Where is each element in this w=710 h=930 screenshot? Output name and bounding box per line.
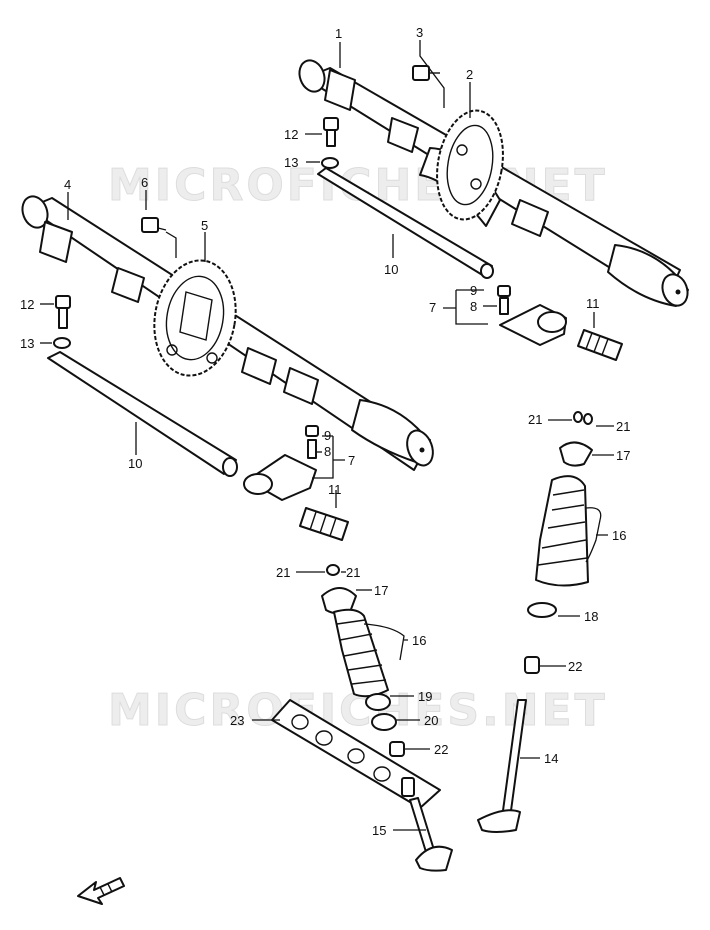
callout-14: 14 [544, 751, 558, 766]
valve-guide-plate [271, 699, 441, 809]
valve-cotters-right [573, 411, 593, 425]
washer-upper [321, 157, 339, 169]
callout-16-left: 16 [412, 633, 426, 648]
callout-12-upper: 12 [284, 127, 298, 142]
callout-10-lower: 10 [128, 456, 142, 471]
callout-12-lower: 12 [20, 297, 34, 312]
rocker-spring-lower [299, 507, 349, 541]
callout-11-upper: 11 [586, 296, 600, 311]
valve-springs-right [535, 475, 589, 587]
callout-13-lower: 13 [20, 336, 34, 351]
washer-left [371, 713, 397, 731]
callout-17-left: 17 [374, 583, 388, 598]
callout-15: 15 [372, 823, 386, 838]
rocker-shaft-lower [47, 351, 238, 477]
callout-9-upper: 9 [470, 283, 477, 298]
callout-21-right-b: 21 [616, 419, 630, 434]
callout-6: 6 [141, 175, 148, 190]
retainer-right [559, 441, 593, 467]
callout-3: 3 [416, 25, 423, 40]
sprocket-bolt-upper [412, 65, 440, 81]
valve-cotters-left [326, 564, 340, 576]
callout-5: 5 [201, 218, 208, 233]
callout-21-right-a: 21 [528, 412, 542, 427]
callout-16-right: 16 [612, 528, 626, 543]
callout-2: 2 [466, 67, 473, 82]
callout-21-left-a: 21 [276, 565, 290, 580]
valve-left [409, 797, 453, 872]
front-direction-arrow-icon [77, 877, 125, 905]
lower-cam-sprocket [153, 259, 237, 377]
callout-10-upper: 10 [384, 262, 398, 277]
callout-8-lower: 8 [324, 444, 331, 459]
callout-7-upper: 7 [429, 300, 436, 315]
callout-13-upper: 13 [284, 155, 298, 170]
rocker-arm-upper [497, 285, 567, 346]
callout-7-lower: 7 [348, 453, 355, 468]
leader-lines [40, 40, 614, 831]
callout-22-left: 22 [434, 742, 448, 757]
valve-springs-left [333, 608, 389, 698]
spring-seat-left [365, 693, 391, 711]
sprocket-bolt-lower [141, 217, 167, 233]
shaft-bolt-lower [55, 295, 71, 329]
callout-11-lower: 11 [328, 482, 342, 497]
callout-18: 18 [584, 609, 598, 624]
callout-19: 19 [418, 689, 432, 704]
callout-22-right: 22 [568, 659, 582, 674]
washer-lower [53, 337, 71, 349]
stem-seal-left [389, 741, 405, 757]
callout-labels: 1 3 2 4 6 5 12 13 12 13 10 10 7 9 8 7 9 … [20, 25, 630, 838]
spring-seat-right [527, 602, 557, 618]
rocker-spring-upper [577, 329, 623, 361]
rocker-arm-lower [243, 425, 319, 501]
callout-1: 1 [335, 26, 342, 41]
callout-17-right: 17 [616, 448, 630, 463]
rocker-shaft-upper [317, 167, 494, 279]
callout-4: 4 [64, 177, 71, 192]
callout-23: 23 [230, 713, 244, 728]
callout-8-upper: 8 [470, 299, 477, 314]
callout-20: 20 [424, 713, 438, 728]
shaft-bolt-upper [323, 117, 339, 147]
upper-cam-sprocket [436, 109, 504, 221]
valve-right [477, 699, 527, 833]
callout-9-lower: 9 [324, 428, 331, 443]
stem-seal-right [524, 656, 540, 674]
callout-21-left-b: 21 [346, 565, 360, 580]
